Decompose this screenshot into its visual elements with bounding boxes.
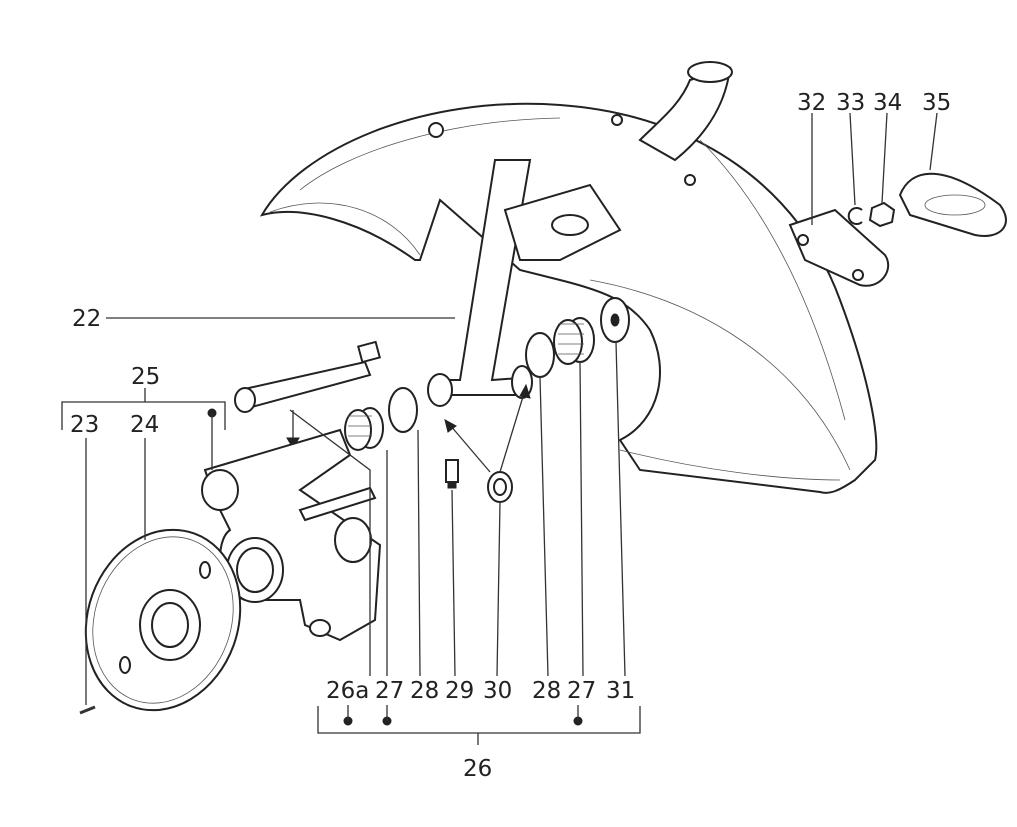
arrow-head [444, 419, 457, 433]
spindle [234, 340, 381, 413]
label-34: 34 [873, 90, 902, 116]
seal-ring-30 [487, 471, 513, 503]
tube-fitting [638, 61, 733, 162]
label-22: 22 [72, 306, 101, 332]
screw-23 [79, 705, 96, 715]
grease-nipple [445, 459, 459, 489]
hub-carrier [201, 428, 382, 642]
label-33: 33 [836, 90, 865, 116]
label-27b: 27 [567, 678, 596, 704]
label-27: 27 [375, 678, 404, 704]
label-28b: 28 [532, 678, 561, 704]
label-29: 29 [445, 678, 474, 704]
swing-arm [427, 159, 622, 407]
label-24: 24 [130, 412, 159, 438]
bearing-right [525, 317, 595, 378]
leader-lines [61, 112, 938, 745]
washer-31 [600, 297, 630, 343]
label-23: 23 [70, 412, 99, 438]
label-25: 25 [131, 364, 160, 390]
label-31: 31 [606, 678, 635, 704]
brake-backplate [84, 528, 242, 712]
label-30: 30 [483, 678, 512, 704]
label-32: 32 [797, 90, 826, 116]
label-28: 28 [410, 678, 439, 704]
label-35: 35 [922, 90, 951, 116]
arrow-head [519, 383, 531, 399]
label-26a: 26a [326, 678, 369, 704]
arrow-lines [292, 389, 526, 473]
clamp-parts [788, 172, 1007, 287]
bearing-left [344, 387, 418, 451]
label-26: 26 [463, 756, 492, 782]
fender [259, 102, 878, 494]
